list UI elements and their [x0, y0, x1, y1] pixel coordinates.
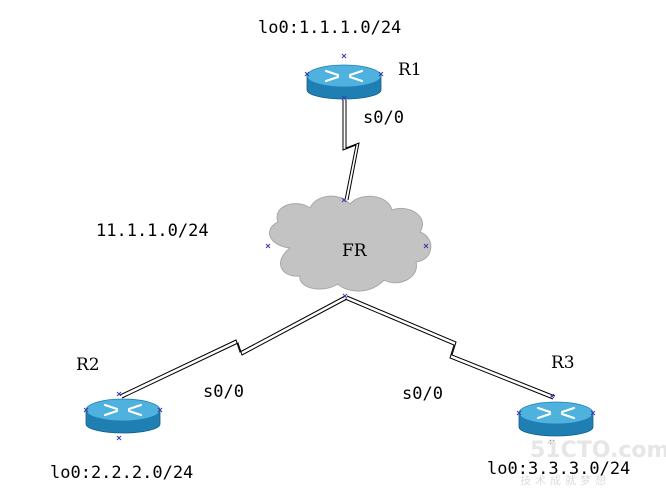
r1-loopback-label: lo0:1.1.1.0/24 — [258, 18, 402, 38]
r2-loopback-label: lo0:2.2.2.0/24 — [50, 463, 194, 483]
r1-name-label: R1 — [398, 60, 422, 80]
r3-loopback-label: lo0:3.3.3.0/24 — [487, 459, 631, 479]
serial-link-r3-fr — [344, 295, 556, 400]
r2-interface-label: s0/0 — [203, 382, 244, 402]
serial-link-r2-fr — [119, 295, 348, 399]
watermark-logo: 51CTO.com — [530, 438, 666, 463]
cloud-label: FR — [342, 241, 367, 261]
router-icon-r2 — [85, 398, 161, 434]
r3-name-label: R3 — [551, 353, 575, 373]
r2-name-label: R2 — [76, 355, 100, 375]
serial-link-r1-fr — [342, 100, 360, 201]
connection-markers — [83, 53, 596, 445]
router-icon-r3 — [518, 401, 594, 437]
network-address-label: 11.1.1.0/24 — [96, 221, 209, 241]
router-icon-r1 — [306, 64, 382, 100]
watermark-tagline: 技术成就梦想 — [520, 474, 610, 487]
r3-interface-label: s0/0 — [402, 384, 443, 404]
r1-interface-label: s0/0 — [363, 108, 404, 128]
frame-relay-cloud-icon — [269, 195, 432, 292]
